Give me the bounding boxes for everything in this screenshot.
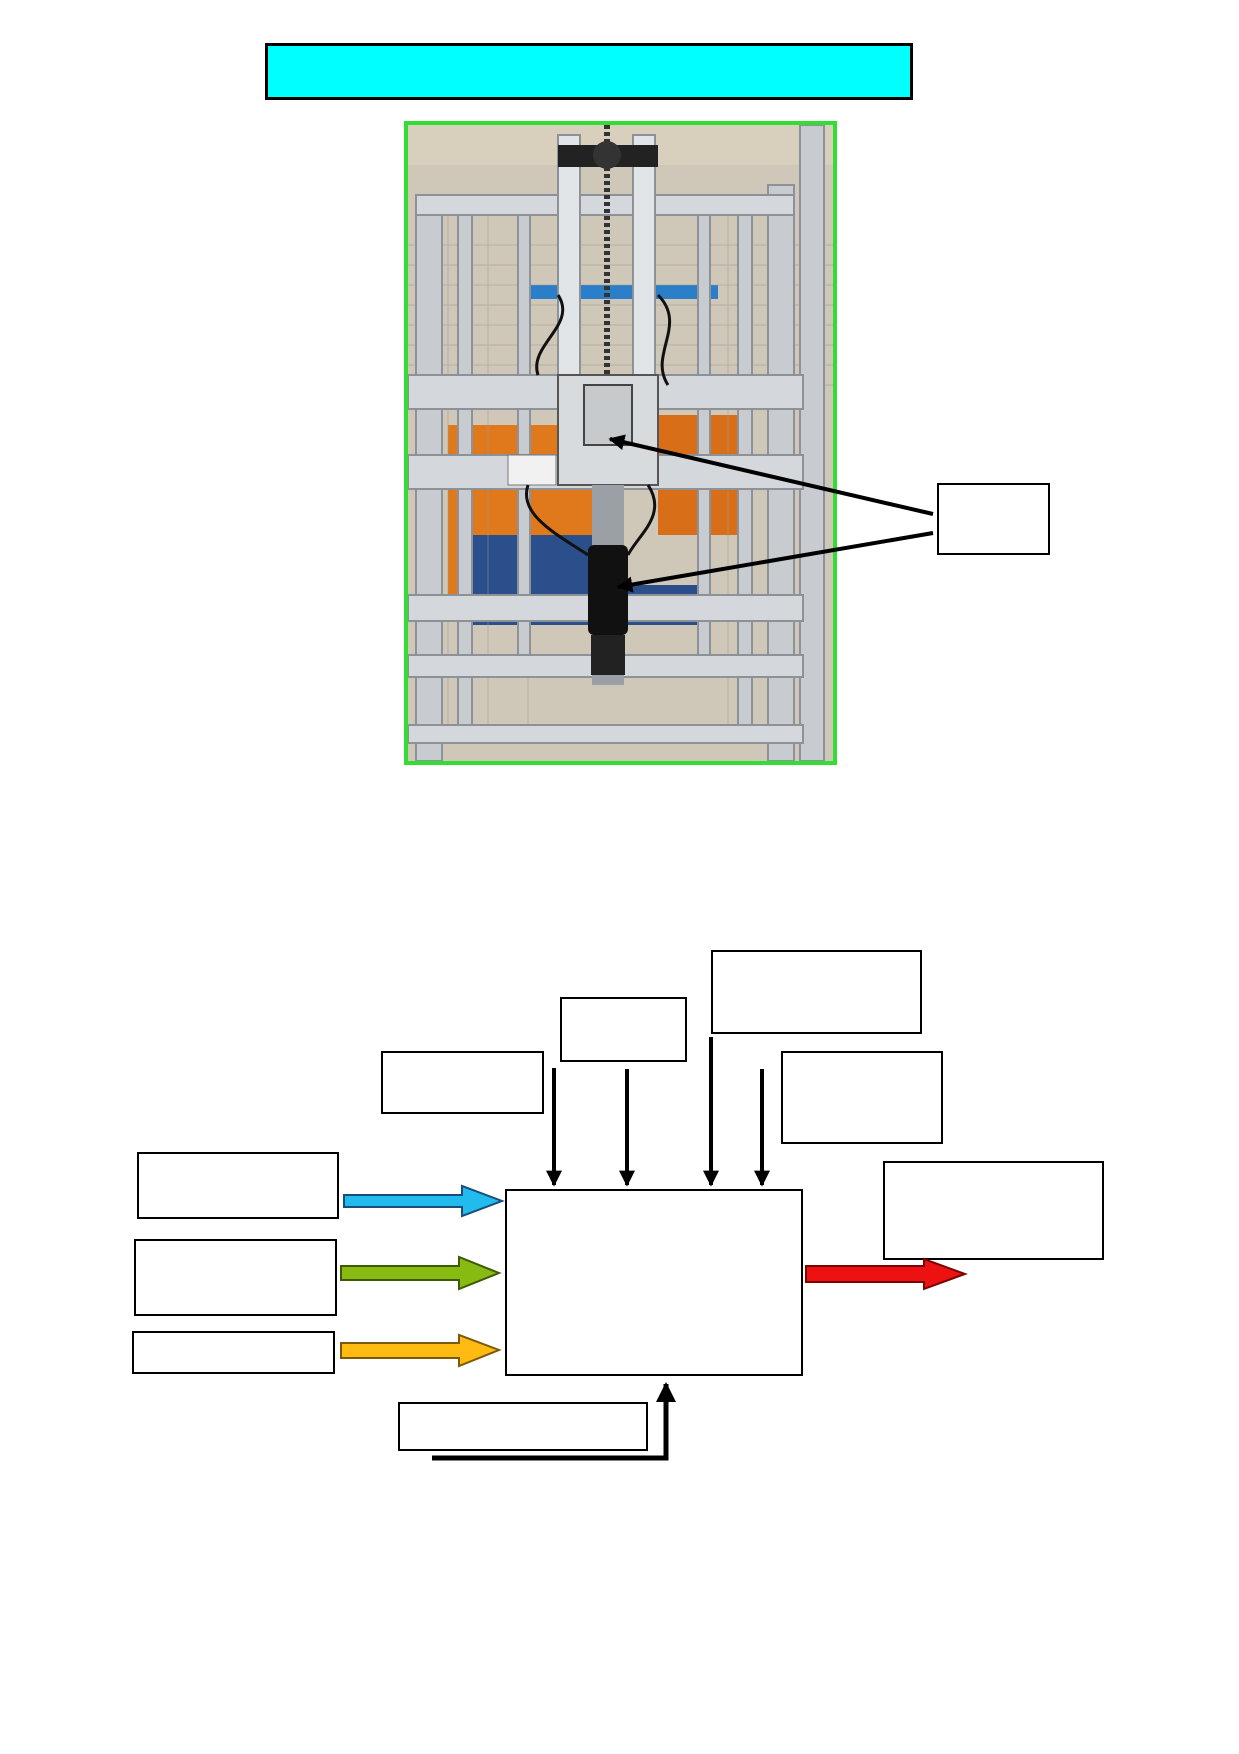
top-input-box-1: [381, 1051, 544, 1114]
callout-arrow-upper: [608, 434, 934, 516]
top-input-box-4: [781, 1051, 943, 1144]
left-arrow-green: [340, 1255, 502, 1291]
feedback-arrow: [432, 1382, 676, 1461]
left-arrow-yellow: [340, 1333, 502, 1368]
left-input-box-2: [134, 1239, 337, 1316]
left-input-box-1: [137, 1152, 339, 1219]
central-block: [505, 1189, 803, 1376]
top-input-box-3: [711, 950, 922, 1034]
callout-arrow-lower: [616, 531, 934, 593]
top-input-box-2: [560, 997, 687, 1062]
output-box: [883, 1161, 1104, 1260]
left-input-box-3: [132, 1331, 335, 1374]
feedback-box: [398, 1402, 648, 1451]
output-arrow-red: [805, 1257, 968, 1291]
title-bar: [265, 43, 913, 100]
photo-callout-box: [937, 483, 1050, 555]
left-arrow-blue: [343, 1184, 505, 1218]
